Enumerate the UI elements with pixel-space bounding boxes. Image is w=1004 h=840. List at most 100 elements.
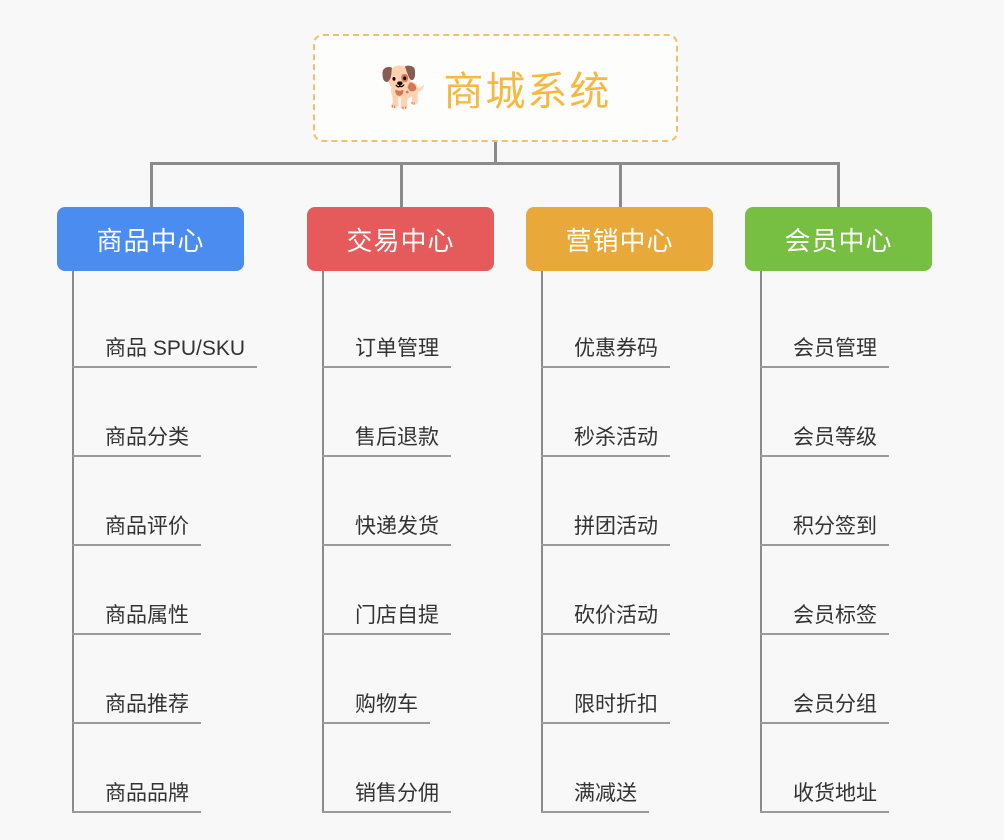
branch-label: 交易中心: [346, 225, 455, 256]
list-item[interactable]: 会员等级: [745, 368, 932, 457]
branch-header-1[interactable]: 商品中心: [57, 207, 244, 271]
shiba-dog-face-icon: 🐕: [379, 66, 430, 110]
list-item[interactable]: 会员分组: [745, 635, 932, 724]
leaf-label: 商品评价: [105, 514, 189, 538]
list-item[interactable]: 售后退款: [307, 368, 494, 457]
leaf-label: 会员分组: [793, 692, 877, 716]
leaf-label: 门店自提: [355, 603, 439, 627]
leaf-label: 订单管理: [355, 336, 439, 360]
list-item[interactable]: 门店自提: [307, 546, 494, 635]
list-item[interactable]: 销售分佣: [307, 724, 494, 813]
leaf-label: 满减送: [574, 781, 637, 805]
connector-drop-2: [400, 162, 403, 207]
leaf-underline: [760, 811, 889, 813]
list-item[interactable]: 商品品牌: [57, 724, 244, 813]
list-item[interactable]: 快递发货: [307, 457, 494, 546]
root-title: 商城系统: [443, 70, 612, 114]
leaf-underline: [72, 366, 257, 368]
leaf-underline: [322, 455, 451, 457]
leaf-underline: [322, 633, 451, 635]
connector-drop-1: [150, 162, 153, 207]
leaf-label: 会员标签: [793, 603, 877, 627]
leaf-underline: [322, 366, 451, 368]
leaf-label: 会员管理: [793, 336, 877, 360]
branch-column-3: 营销中心 优惠券码 秒杀活动 拼团活动 砍价活动 限时折扣: [526, 207, 713, 813]
leaf-underline: [322, 722, 430, 724]
list-item[interactable]: 会员管理: [745, 279, 932, 368]
leaf-underline: [760, 722, 889, 724]
list-item[interactable]: 商品 SPU/SKU: [57, 279, 257, 368]
branch-header-2[interactable]: 交易中心: [307, 207, 494, 271]
leaf-underline: [322, 544, 451, 546]
list-item[interactable]: 限时折扣: [526, 635, 713, 724]
leaf-label: 商品分类: [105, 425, 189, 449]
leaf-label: 秒杀活动: [574, 425, 658, 449]
branch-header-4[interactable]: 会员中心: [745, 207, 932, 271]
leaf-underline: [72, 544, 201, 546]
leaf-list-4: 会员管理 会员等级 积分签到 会员标签 会员分组 收货地址: [745, 271, 932, 813]
leaf-underline: [541, 544, 670, 546]
leaf-underline: [760, 633, 889, 635]
branch-column-1: 商品中心 商品 SPU/SKU 商品分类 商品评价 商品属性 商品推荐: [57, 207, 257, 813]
branch-spine: [322, 271, 324, 813]
list-item[interactable]: 购物车: [307, 635, 494, 724]
leaf-label: 积分签到: [793, 514, 877, 538]
leaf-underline: [322, 811, 451, 813]
leaf-label: 商品推荐: [105, 692, 189, 716]
branch-label: 商品中心: [96, 225, 205, 256]
list-item[interactable]: 商品分类: [57, 368, 244, 457]
leaf-underline: [760, 544, 889, 546]
leaf-underline: [541, 455, 670, 457]
list-item[interactable]: 商品评价: [57, 457, 244, 546]
leaf-label: 会员等级: [793, 425, 877, 449]
list-item[interactable]: 订单管理: [307, 279, 494, 368]
branch-spine: [760, 271, 762, 813]
list-item[interactable]: 会员标签: [745, 546, 932, 635]
leaf-list-3: 优惠券码 秒杀活动 拼团活动 砍价活动 限时折扣 满减送: [526, 271, 713, 813]
list-item[interactable]: 收货地址: [745, 724, 932, 813]
branch-column-2: 交易中心 订单管理 售后退款 快递发货 门店自提 购物车: [307, 207, 494, 813]
leaf-label: 商品品牌: [105, 781, 189, 805]
leaf-underline: [72, 633, 201, 635]
branch-spine: [541, 271, 543, 813]
leaf-list-1: 商品 SPU/SKU 商品分类 商品评价 商品属性 商品推荐 商品品牌: [57, 271, 257, 813]
connector-root-stub: [494, 142, 497, 165]
leaf-label: 购物车: [355, 692, 418, 716]
leaf-underline: [541, 633, 670, 635]
list-item[interactable]: 砍价活动: [526, 546, 713, 635]
leaf-underline: [541, 811, 649, 813]
leaf-underline: [541, 366, 670, 368]
list-item[interactable]: 满减送: [526, 724, 713, 813]
leaf-label: 收货地址: [793, 781, 877, 805]
leaf-underline: [760, 455, 889, 457]
list-item[interactable]: 商品属性: [57, 546, 244, 635]
leaf-underline: [760, 366, 889, 368]
leaf-underline: [541, 722, 670, 724]
connector-drop-3: [619, 162, 622, 207]
connector-drop-4: [837, 162, 840, 207]
branch-column-4: 会员中心 会员管理 会员等级 积分签到 会员标签 会员分组: [745, 207, 932, 813]
list-item[interactable]: 商品推荐: [57, 635, 244, 724]
list-item[interactable]: 秒杀活动: [526, 368, 713, 457]
branch-header-3[interactable]: 营销中心: [526, 207, 713, 271]
list-item[interactable]: 优惠券码: [526, 279, 713, 368]
connector-bus: [150, 162, 840, 165]
leaf-label: 商品 SPU/SKU: [105, 336, 246, 360]
branch-spine: [72, 271, 74, 813]
leaf-label: 售后退款: [355, 425, 439, 449]
leaf-list-2: 订单管理 售后退款 快递发货 门店自提 购物车 销售分佣: [307, 271, 494, 813]
leaf-label: 快递发货: [355, 514, 439, 538]
leaf-label: 拼团活动: [574, 514, 658, 538]
leaf-label: 砍价活动: [574, 603, 658, 627]
leaf-label: 限时折扣: [574, 692, 658, 716]
leaf-label: 优惠券码: [574, 336, 658, 360]
list-item[interactable]: 积分签到: [745, 457, 932, 546]
list-item[interactable]: 拼团活动: [526, 457, 713, 546]
leaf-underline: [72, 455, 201, 457]
leaf-underline: [72, 811, 201, 813]
leaf-underline: [72, 722, 201, 724]
branch-label: 营销中心: [565, 225, 674, 256]
leaf-label: 商品属性: [105, 603, 189, 627]
root-node[interactable]: 🐕 商城系统: [313, 34, 678, 142]
